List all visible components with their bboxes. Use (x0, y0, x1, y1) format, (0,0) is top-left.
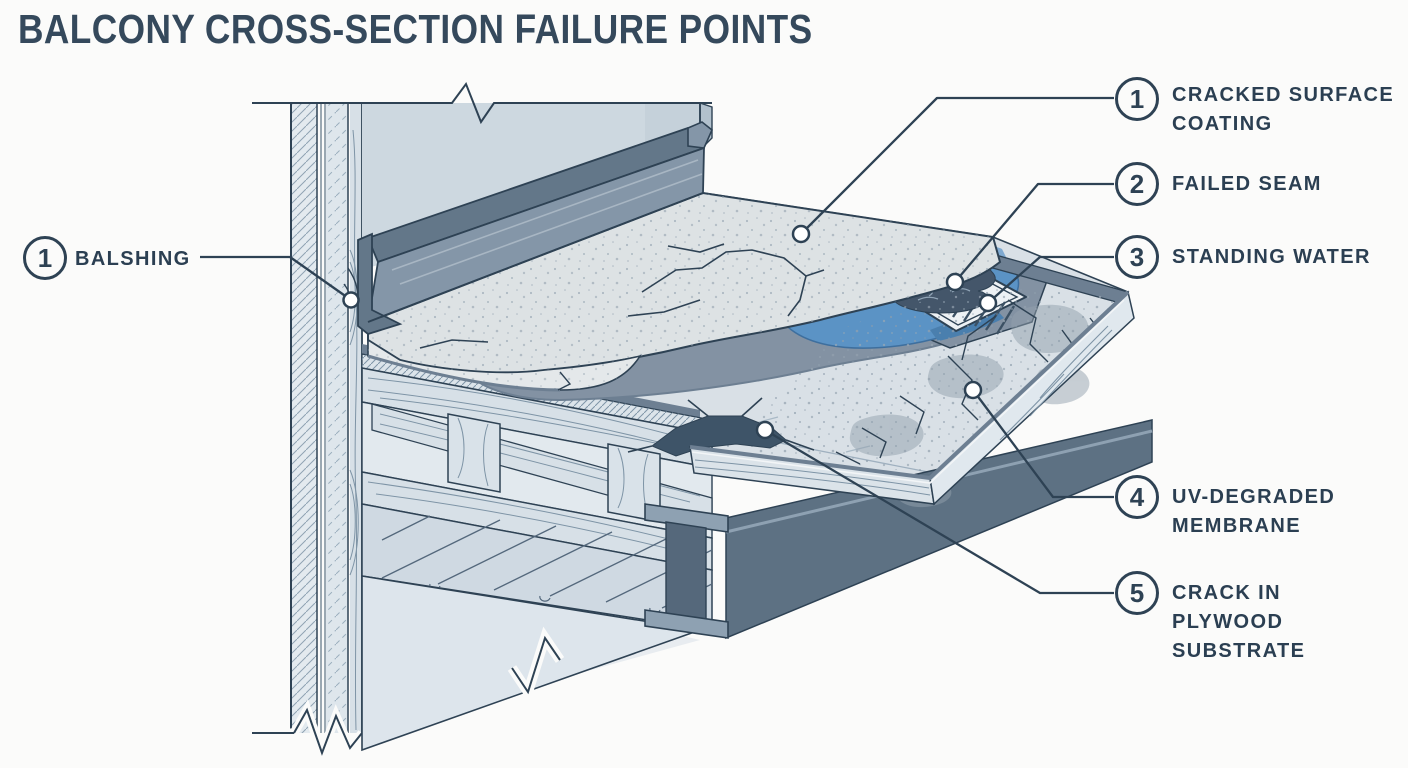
leader-failed-seam (954, 182, 1114, 283)
page-title: BALCONY CROSS-SECTION FAILURE POINTS (18, 6, 813, 52)
dot-plywood-crack (755, 420, 775, 440)
callout-label-balshing: BALSHING (75, 248, 191, 270)
callout-leaders (200, 96, 1114, 595)
dot-failed-seam (945, 272, 965, 292)
callout-number-uv-membrane: 4 (1115, 475, 1159, 519)
leader-cracked-coating (800, 96, 1114, 235)
callout-number-plywood-crack: 5 (1115, 571, 1159, 615)
flashing (343, 121, 713, 336)
callout-number-text: 3 (1129, 241, 1145, 272)
callout-label-failed-seam: FAILED SEAM (1172, 173, 1322, 195)
callout-label-plywood-crack: CRACK IN PLYWOOD SUBSTRATE (1172, 582, 1306, 662)
callout-number-text: 5 (1129, 577, 1145, 608)
bottom-break-line (252, 699, 366, 767)
callout-number-standing-water: 3 (1115, 235, 1159, 279)
callout-number-text: 2 (1129, 168, 1145, 199)
top-break-line (252, 81, 712, 125)
callout-dots (342, 224, 998, 440)
plywood-edge (689, 290, 1135, 506)
callout-label-standing-water: STANDING WATER (1172, 246, 1371, 268)
dot-cracked-coating (791, 224, 811, 244)
callout-number-cracked-coating: 1 (1115, 77, 1159, 121)
callout-number-text: 4 (1129, 481, 1145, 512)
plywood-crack (627, 397, 815, 457)
callout-number-text: 1 (1129, 83, 1145, 114)
leader-uv-membrane (972, 389, 1114, 499)
callout-number-text: 1 (37, 242, 53, 273)
dot-standing-water (978, 293, 998, 313)
surface-coating (367, 191, 1002, 392)
joist-structure (361, 344, 713, 752)
leader-plywood-crack (764, 429, 1114, 595)
leader-standing-water (987, 255, 1114, 304)
callout-label-cracked-coating: CRACKED SURFACE COATING (1172, 84, 1395, 135)
callout-number-balshing: 1 (23, 236, 67, 280)
dot-uv-membrane (963, 380, 983, 400)
callout-label-uv-membrane: UV-DEGRADED MEMBRANE (1172, 486, 1336, 537)
callout-number-failed-seam: 2 (1115, 162, 1159, 206)
dot-balshing (342, 291, 360, 309)
leader-balshing (200, 255, 352, 301)
